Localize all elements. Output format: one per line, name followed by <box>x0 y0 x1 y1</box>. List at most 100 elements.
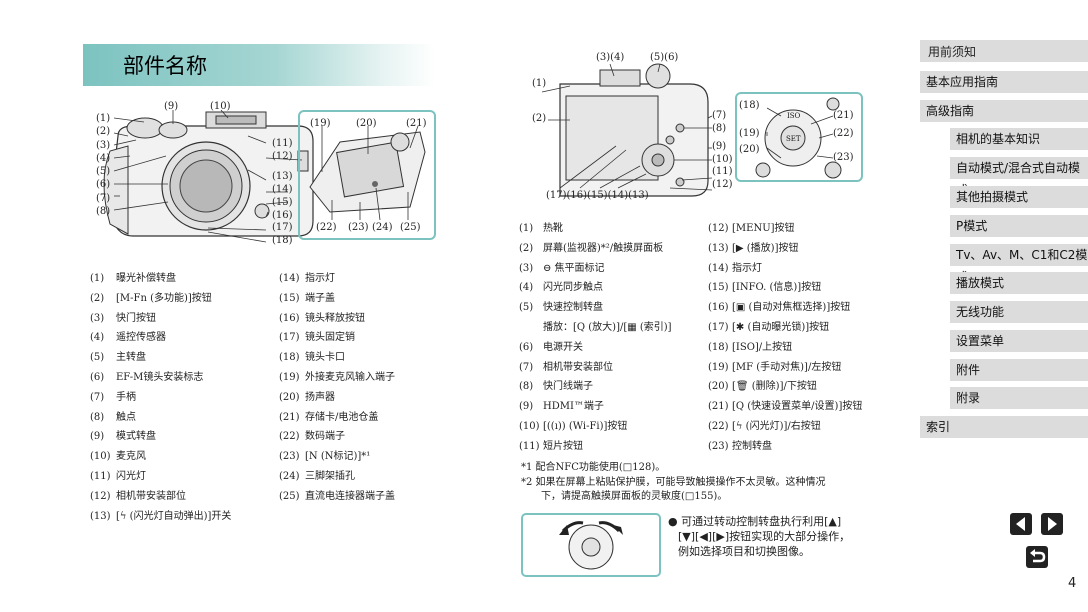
sidebar-item-advanced-guide[interactable]: 高级指南 <box>920 100 1088 122</box>
callout-label: (15) <box>272 196 293 208</box>
list-item: (16)镜头释放按钮 <box>279 312 365 324</box>
sidebar-item-camera-basics[interactable]: 相机的基本知识 <box>950 128 1088 150</box>
list-item: (17)[✱ (自动曝光锁)]按钮 <box>708 321 830 333</box>
svg-text:SET: SET <box>786 135 801 143</box>
callout-label: (21) <box>406 118 427 129</box>
callout-label: (13) <box>272 171 293 183</box>
list-item: (22)[ϟ (闪光灯)]/右按钮 <box>708 420 821 432</box>
control-dial-rotate-illustration <box>559 521 623 570</box>
tip-line: ● 可通过转动控制转盘执行利用[▲] <box>668 515 842 528</box>
sidebar-item-tv-av-m-mode[interactable]: Tv、Av、M、C1和C2模式 <box>950 244 1088 284</box>
list-item: (10)麦克风 <box>90 451 146 463</box>
list-item: (3)⊖ 焦平面标记 <box>519 262 605 274</box>
page-number: 4 <box>1068 576 1077 591</box>
list-item: (21)[Q (快速设置菜单/设置)]按钮 <box>708 401 863 413</box>
dial-tip-image <box>521 513 661 577</box>
callout-label: (8) <box>712 122 727 134</box>
list-item: (11)短片按钮 <box>519 440 583 452</box>
list-item: (15)端子盖 <box>279 292 335 304</box>
return-arrow-icon <box>1030 549 1046 563</box>
callout-label: (2) <box>532 113 547 124</box>
sidebar-item-basic-guide[interactable]: 基本应用指南 <box>920 71 1088 93</box>
list-item: (11)闪光灯 <box>90 470 146 482</box>
back-right-callouts: (7) (8) (9) (10) (11) (12) <box>712 110 733 191</box>
back-parts-list-col1: (1)热靴 (2)屏幕(监视器)*²/触摸屏面板 (3)⊖ 焦平面标记 (4)闪… <box>519 219 672 457</box>
list-item: (17)镜头固定销 <box>279 332 355 344</box>
list-item: (4)遥控传感器 <box>90 332 166 344</box>
camera-front-illustration <box>103 109 314 243</box>
tip-line: 例如选择项目和切换图像。 <box>678 545 810 558</box>
callout-label: (18) <box>739 100 760 111</box>
callout-label: (12) <box>712 178 733 190</box>
list-item: (18)镜头卡口 <box>279 352 345 364</box>
list-item: (24)三脚架插孔 <box>279 470 355 482</box>
control-dial-illustration: SET ISO <box>755 97 842 179</box>
callout-label: (22) <box>833 128 854 139</box>
callout-label: (20) <box>356 118 377 129</box>
list-item: (15)[INFO. (信息)]按钮 <box>708 282 822 294</box>
return-button[interactable] <box>1026 546 1048 568</box>
callout-label: (1) <box>96 113 111 124</box>
list-item: (1)热靴 <box>519 223 563 234</box>
list-item: (13)[ϟ (闪光灯自动弹出)]开关 <box>90 510 232 522</box>
list-item: (13)[▶ (播放)]按钮 <box>708 242 799 254</box>
list-item: 播放：[Q (放大)]/[▦ (索引)] <box>543 321 672 333</box>
list-item: (2)[M-Fn (多功能)]按钮 <box>90 292 212 304</box>
callout-label: (3) <box>96 139 111 151</box>
callout-label: (24) <box>372 222 393 233</box>
front-parts-list-col2: (14)指示灯 (15)端子盖 (16)镜头释放按钮 (17)镜头固定销 (18… <box>279 269 395 507</box>
sidebar-item-accessories[interactable]: 附件 <box>950 359 1088 381</box>
callout-label: (5) <box>96 166 111 178</box>
callout-label: (10) <box>210 101 231 112</box>
next-arrow-icon <box>1048 517 1057 531</box>
callout-label: (18) <box>272 234 293 246</box>
list-item: (22)数码端子 <box>279 431 345 443</box>
dial-inset: SET ISO (18) (19) (20) (21) (22) (23) <box>735 92 863 182</box>
list-item: (16)[▣ (自动对焦框选择)]按钮 <box>708 302 851 314</box>
list-item: (18)[ISO]/上按钮 <box>708 341 793 353</box>
sidebar-item-appendix[interactable]: 附录 <box>950 387 1088 409</box>
callout-label: (8) <box>96 206 111 218</box>
sidebar-item-auto-mode[interactable]: 自动模式/混合式自动模式 <box>950 157 1088 197</box>
bottom-view-inset: (19) (20) (21) (22) (23) (24) (25) <box>298 110 436 240</box>
list-item: (9)HDMI™端子 <box>519 401 604 413</box>
callout-label: (16) <box>272 209 293 221</box>
sidebar-header[interactable]: 用前须知 <box>920 40 1088 62</box>
footnote-2: *2 如果在屏幕上粘贴保护膜，可能导致触摸操作不太灵敏。这种情况 <box>521 477 826 488</box>
footnote-2-cont: 下，请提高触摸屏面板的灵敏度(□155)。 <box>541 491 728 502</box>
sidebar-item-wireless[interactable]: 无线功能 <box>950 301 1088 323</box>
footnote-1: *1 配合NFC功能使用(□128)。 <box>521 462 666 473</box>
callout-label: (9) <box>164 101 179 112</box>
list-item: (14)指示灯 <box>708 262 762 274</box>
list-item: (20)[🗑 (删除)]/下按钮 <box>708 381 817 393</box>
sidebar-item-playback-mode[interactable]: 播放模式 <box>950 272 1088 294</box>
sidebar-item-index[interactable]: 索引 <box>920 416 1088 438</box>
callout-label: (22) <box>316 222 337 233</box>
prev-page-button[interactable] <box>1010 513 1032 535</box>
callout-label: (23) <box>348 222 369 233</box>
callout-label: (12) <box>272 150 293 162</box>
callout-label: (10) <box>712 153 733 165</box>
list-item: (21)存储卡/电池仓盖 <box>279 411 379 423</box>
callout-label: (17)(16)(15)(14)(13) <box>546 190 649 201</box>
callout-label: (17) <box>272 222 293 234</box>
callout-label: (2) <box>96 126 111 138</box>
next-page-button[interactable] <box>1041 513 1063 535</box>
callout-label: (7) <box>96 192 111 204</box>
page-title: 部件名称 <box>123 54 207 78</box>
list-item: (5)主转盘 <box>90 352 146 364</box>
page-title-banner: 部件名称 <box>83 44 435 86</box>
callout-label: (3)(4) <box>596 52 625 63</box>
sidebar-item-setup-menu[interactable]: 设置菜单 <box>950 330 1088 352</box>
camera-back-illustration <box>541 63 713 197</box>
list-item: (12)相机带安装部位 <box>90 490 186 502</box>
callout-label: (19) <box>310 118 331 129</box>
list-item: (8)触点 <box>90 411 136 423</box>
sidebar-item-p-mode[interactable]: P模式 <box>950 215 1088 237</box>
callout-label: (25) <box>400 222 421 233</box>
callout-label: (11) <box>272 138 293 149</box>
list-item: (19)[MF (手动对焦)]/左按钮 <box>708 361 842 373</box>
list-item: (3)快门按钮 <box>90 312 156 324</box>
sidebar-item-other-modes[interactable]: 其他拍摄模式 <box>950 186 1088 208</box>
list-item: (20)扬声器 <box>279 391 335 403</box>
